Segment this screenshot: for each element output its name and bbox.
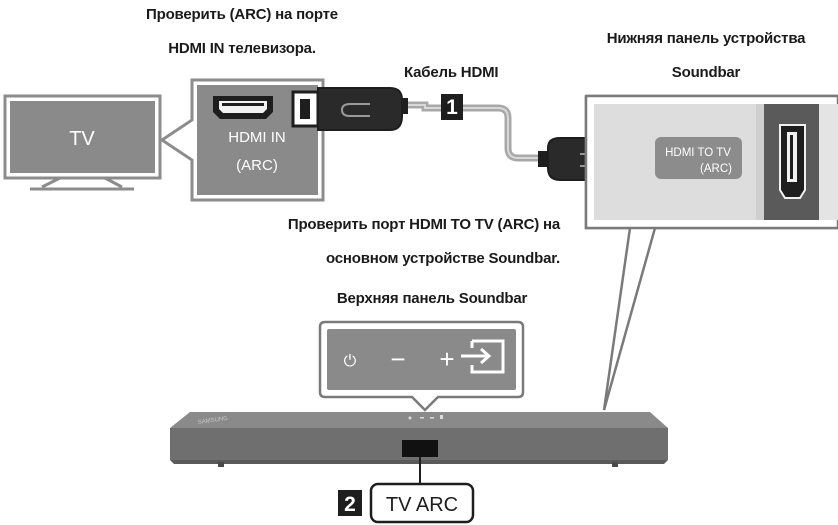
power-button[interactable]: ⏻ xyxy=(344,351,357,370)
top-panel-label: Верхняя панель Soundbar xyxy=(336,290,528,307)
tv-hdmi-note-line2: HDMI IN телевизора. xyxy=(168,40,316,57)
tv-screen xyxy=(10,101,155,173)
tv-port-label-line1: HDMI IN xyxy=(228,129,286,146)
volume-down-button[interactable]: − xyxy=(390,344,405,374)
bottom-panel-label-line2: Soundbar xyxy=(671,64,741,81)
cable-wire-highlight xyxy=(400,104,538,159)
step-1-badge: 1 xyxy=(441,94,463,120)
soundbar-display xyxy=(402,440,438,457)
bottom-panel-label-line1: Нижняя панель устройства xyxy=(606,30,806,47)
tv-hdmi-note-line1: Проверить (ARC) на порте xyxy=(146,6,338,23)
tv-port-callout: HDMI IN (ARC) xyxy=(159,78,325,202)
source-input-icon[interactable] xyxy=(461,339,505,374)
check-port-note-line2: основном устройстве Soundbar. xyxy=(325,250,560,267)
hdmi-to-tv-port xyxy=(779,124,806,199)
cable-strain-relief-right xyxy=(538,151,548,167)
bottom-panel-right-edge xyxy=(819,104,838,220)
soundbar: SAMSUNG xyxy=(170,412,668,467)
hdmi-cable xyxy=(398,98,548,167)
soundbar-bottom-panel-callout: HDMI TO TV (ARC) xyxy=(584,94,838,411)
hdmi-to-tv-badge xyxy=(655,137,742,179)
soundbar-port-label-line1: HDMI TO TV xyxy=(665,147,731,159)
step-1-number: 1 xyxy=(446,96,458,119)
soundbar-top-buttons xyxy=(408,415,443,420)
cable-wire xyxy=(400,101,538,162)
volume-up-button[interactable]: + xyxy=(439,344,454,374)
step-2-number: 2 xyxy=(344,493,356,516)
hdmi-in-port xyxy=(213,96,273,119)
tv-port-label-line2: (ARC) xyxy=(236,157,278,174)
hdmi-plug-left xyxy=(291,87,403,131)
panel-divider xyxy=(756,104,764,220)
check-port-note-line1: Проверить порт HDMI TO TV (ARC) на xyxy=(287,216,560,233)
tv-label: TV xyxy=(69,128,95,150)
soundbar-top-panel-callout: ⏻ − + xyxy=(318,320,525,412)
foot-right xyxy=(612,462,618,467)
cable-label: Кабель HDMI xyxy=(404,64,499,81)
brand-logo: SAMSUNG xyxy=(197,416,228,426)
tv-stand-legs xyxy=(41,176,123,189)
soundbar-top-face xyxy=(170,412,668,428)
foot-left xyxy=(218,462,224,467)
step-2-badge: 2 xyxy=(338,490,362,516)
soundbar-port-label-line2: (ARC) xyxy=(700,163,732,175)
top-panel-surface xyxy=(327,329,516,390)
tv-arc-display-callout: TV ARC xyxy=(369,482,475,524)
tv: TV xyxy=(3,94,162,191)
display-text: TV ARC xyxy=(386,494,458,516)
